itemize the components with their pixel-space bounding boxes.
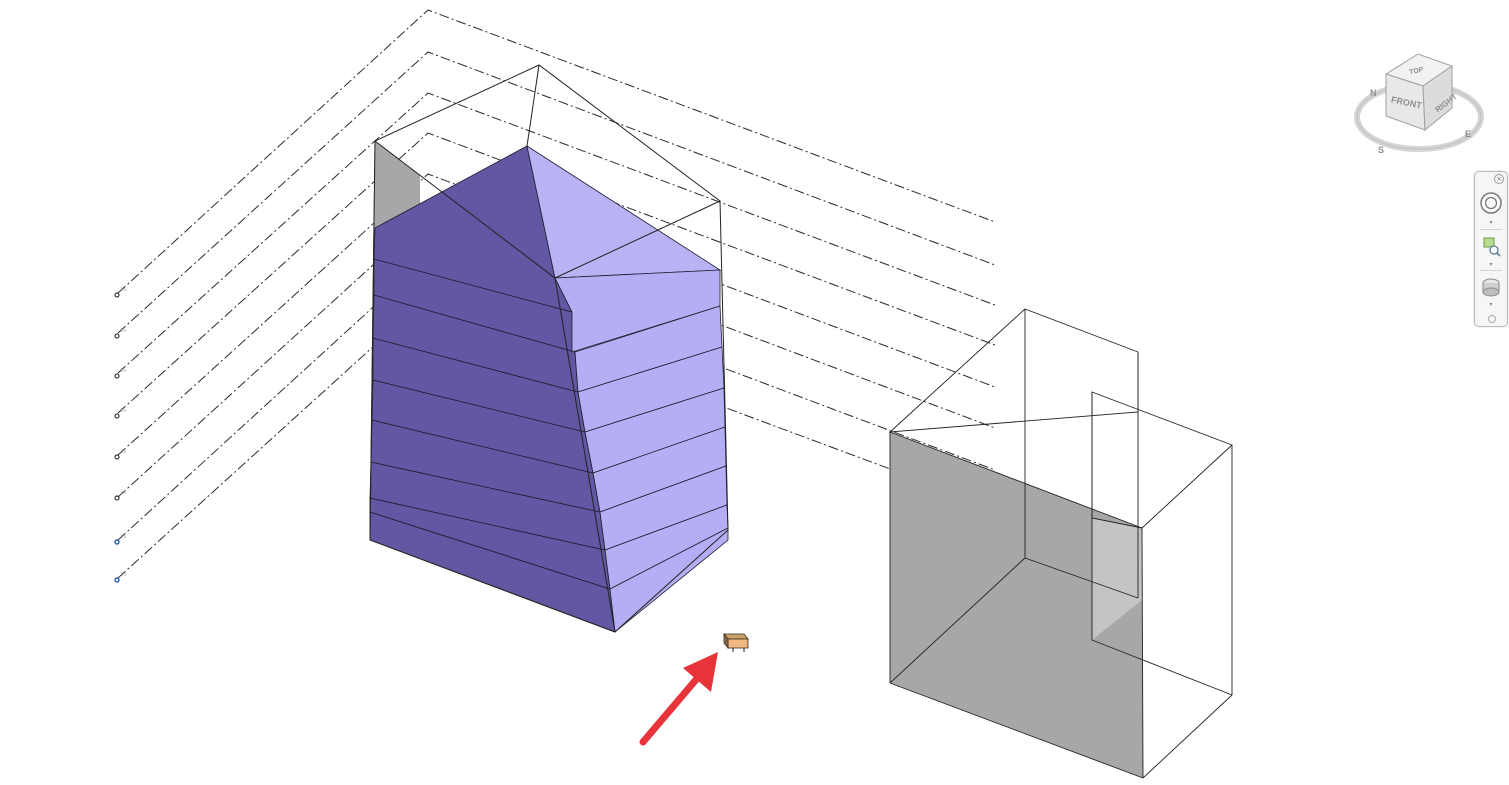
- level-marker-7[interactable]: Lv: [114, 328, 127, 339]
- level-line-5[interactable]: [117, 132, 996, 414]
- steering-wheel-button[interactable]: [1478, 190, 1504, 216]
- mass-tower[interactable]: [369, 64, 729, 633]
- component-icon[interactable]: [723, 632, 749, 652]
- level-line-8[interactable]: [117, 9, 996, 294]
- level-marker-3[interactable]: Lv: [114, 490, 127, 501]
- level-marker-1[interactable]: Lv: [114, 572, 127, 583]
- mass-block[interactable]: [888, 308, 1233, 779]
- close-icon[interactable]: ×: [1494, 174, 1504, 184]
- viewcube[interactable]: N S E TOP FRONT RIGHT: [1354, 53, 1484, 155]
- floor-plates[interactable]: [369, 145, 729, 633]
- compass-north[interactable]: N: [1370, 88, 1377, 98]
- viewcube-top-label: TOP: [1409, 66, 1425, 76]
- level-line-4[interactable]: [117, 173, 996, 456]
- level-marker-8[interactable]: Lv: [114, 287, 127, 298]
- level-marker-2[interactable]: Lv: [114, 534, 127, 545]
- svg-text:Lv: Lv: [121, 449, 127, 455]
- svg-text:Lv: Lv: [121, 534, 127, 540]
- viewcube-right-face[interactable]: [1422, 65, 1453, 132]
- compass-east[interactable]: E: [1465, 129, 1471, 139]
- level-marker-6[interactable]: Lv: [114, 368, 127, 379]
- steering-wheel-icon: [1480, 192, 1502, 214]
- nav-bar-options-handle[interactable]: [1488, 315, 1496, 323]
- red-arrow-annotation: [639, 652, 718, 746]
- orbit-icon: [1482, 278, 1500, 297]
- svg-text:Lv: Lv: [121, 328, 127, 334]
- orbit-dropdown[interactable]: ▾: [1489, 301, 1493, 308]
- compass-south[interactable]: S: [1378, 145, 1384, 155]
- level-markers: Lv Lv Lv Lv Lv Lv Lv Lv: [114, 287, 127, 583]
- block-shaded-face: [890, 432, 1143, 778]
- level-line-7[interactable]: [117, 51, 996, 334]
- svg-text:Lv: Lv: [121, 287, 127, 293]
- svg-text:Lv: Lv: [121, 408, 127, 414]
- steering-wheel-dropdown[interactable]: ▾: [1489, 219, 1493, 226]
- zoom-region-icon: [1483, 237, 1501, 257]
- level-marker-4[interactable]: Lv: [114, 449, 127, 460]
- navigation-bar: × ▾ ▾ ▾: [1474, 171, 1508, 327]
- svg-text:Lv: Lv: [121, 368, 127, 374]
- svg-text:Lv: Lv: [121, 572, 127, 578]
- zoom-dropdown[interactable]: ▾: [1489, 261, 1493, 268]
- level-line-6[interactable]: [117, 92, 996, 374]
- svg-text:Lv: Lv: [121, 490, 127, 496]
- orbit-button[interactable]: [1478, 274, 1504, 300]
- zoom-region-button[interactable]: [1478, 234, 1504, 260]
- level-marker-5[interactable]: Lv: [114, 408, 127, 419]
